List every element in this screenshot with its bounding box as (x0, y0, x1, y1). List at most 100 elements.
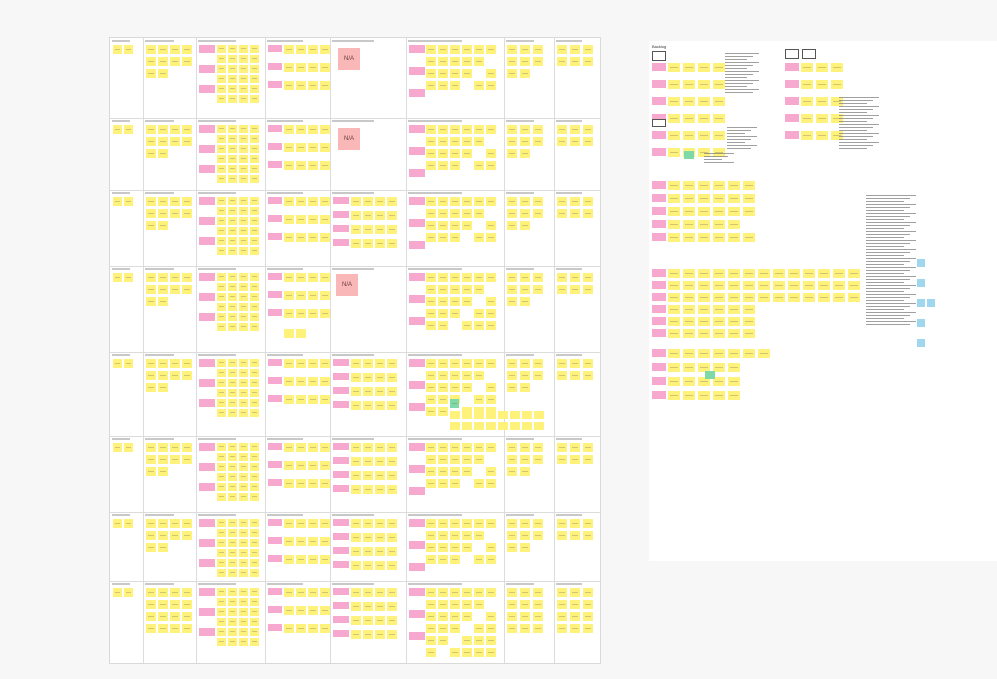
sticky-note[interactable] (557, 519, 567, 528)
category-sticky-note[interactable] (199, 443, 215, 451)
sticky-note[interactable] (170, 455, 180, 464)
sticky-note[interactable] (507, 588, 517, 597)
sticky-note[interactable] (228, 95, 237, 103)
sticky-note[interactable] (816, 131, 828, 140)
sticky-note[interactable] (507, 125, 517, 134)
sticky-note[interactable] (363, 197, 373, 206)
sticky-note[interactable] (486, 395, 496, 404)
sticky-note[interactable] (239, 598, 248, 606)
sticky-note[interactable] (308, 309, 318, 318)
sticky-note[interactable] (239, 313, 248, 321)
sticky-note[interactable] (474, 600, 484, 609)
sticky-note[interactable] (320, 537, 330, 546)
sticky-note[interactable] (170, 519, 180, 528)
sticky-note[interactable] (533, 531, 543, 540)
category-sticky-note[interactable] (333, 401, 349, 408)
sticky-note[interactable] (507, 371, 517, 380)
sticky-note[interactable] (217, 618, 226, 626)
sticky-note[interactable] (250, 45, 259, 53)
category-sticky-note[interactable] (199, 359, 215, 367)
sticky-note[interactable] (170, 588, 180, 597)
sticky-note[interactable] (284, 81, 294, 90)
sticky-note[interactable] (363, 225, 373, 234)
sticky-note[interactable] (557, 45, 567, 54)
category-sticky-note[interactable] (199, 608, 215, 616)
sticky-note[interactable] (426, 45, 436, 54)
category-sticky-note[interactable] (785, 80, 799, 88)
sticky-note[interactable] (308, 377, 318, 386)
sticky-note[interactable] (228, 559, 237, 567)
sticky-note[interactable] (284, 588, 294, 597)
sticky-note[interactable] (583, 285, 593, 294)
sticky-note[interactable] (217, 237, 226, 245)
sticky-note[interactable] (113, 588, 122, 597)
sticky-note[interactable] (713, 363, 725, 372)
sticky-note[interactable] (217, 197, 226, 205)
sticky-note[interactable] (387, 387, 397, 396)
sticky-note[interactable] (146, 197, 156, 206)
sticky-note[interactable] (284, 377, 294, 386)
sticky-note[interactable] (683, 305, 695, 314)
sticky-note[interactable] (124, 359, 133, 368)
sticky-note[interactable] (182, 285, 192, 294)
sticky-note[interactable] (250, 313, 259, 321)
sticky-note[interactable] (507, 57, 517, 66)
sticky-note[interactable] (228, 409, 237, 417)
sticky-note[interactable] (450, 57, 460, 66)
sticky-note[interactable] (668, 114, 680, 123)
category-sticky-note[interactable] (268, 479, 282, 486)
sticky-note[interactable] (698, 269, 710, 278)
category-sticky-note[interactable] (268, 555, 282, 562)
sticky-note[interactable] (450, 479, 460, 488)
sticky-note[interactable] (250, 217, 259, 225)
sticky-note[interactable] (284, 555, 294, 564)
sticky-note[interactable] (387, 630, 397, 639)
sticky-note[interactable] (250, 473, 259, 481)
sticky-note[interactable] (788, 293, 800, 302)
sticky-note[interactable] (375, 443, 385, 452)
sticky-note[interactable] (228, 628, 237, 636)
sticky-note[interactable] (308, 215, 318, 224)
sticky-note[interactable] (217, 638, 226, 646)
sticky-note[interactable] (308, 233, 318, 242)
sticky-note[interactable] (426, 137, 436, 146)
sticky-note[interactable] (818, 269, 830, 278)
sticky-note[interactable] (284, 161, 294, 170)
sticky-note[interactable] (507, 149, 517, 158)
sticky-note[interactable] (296, 309, 306, 318)
sticky-note[interactable] (239, 65, 248, 73)
sticky-note[interactable] (228, 145, 237, 153)
sticky-note[interactable] (462, 45, 472, 54)
category-sticky-note[interactable] (785, 114, 799, 122)
sticky-note[interactable] (239, 569, 248, 577)
sticky-note[interactable] (758, 293, 770, 302)
category-sticky-note[interactable] (652, 131, 666, 139)
category-sticky-note[interactable] (652, 63, 666, 71)
category-sticky-note[interactable] (409, 519, 425, 527)
category-sticky-note[interactable] (199, 165, 215, 173)
sticky-note[interactable] (426, 479, 436, 488)
sticky-note[interactable] (462, 137, 472, 146)
sticky-note[interactable] (533, 519, 543, 528)
sticky-note[interactable] (250, 618, 259, 626)
sticky-note[interactable] (474, 588, 484, 597)
sticky-note[interactable] (520, 531, 530, 540)
sticky-note[interactable] (713, 305, 725, 314)
sticky-note[interactable] (438, 209, 448, 218)
sticky-note[interactable] (228, 65, 237, 73)
sticky-note[interactable] (375, 471, 385, 480)
sticky-note[interactable] (728, 317, 740, 326)
sticky-note[interactable] (570, 600, 580, 609)
sticky-note[interactable] (831, 80, 843, 89)
sticky-note[interactable] (228, 227, 237, 235)
sticky-note[interactable] (438, 636, 448, 645)
sticky-note[interactable] (284, 519, 294, 528)
category-sticky-note[interactable] (409, 541, 425, 549)
sticky-note[interactable] (486, 479, 496, 488)
sticky-note[interactable] (296, 519, 306, 528)
category-sticky-note[interactable] (409, 443, 425, 451)
sticky-note[interactable] (848, 293, 860, 302)
sticky-note[interactable] (363, 387, 373, 396)
sticky-note[interactable] (296, 329, 306, 338)
sticky-note[interactable] (713, 391, 725, 400)
